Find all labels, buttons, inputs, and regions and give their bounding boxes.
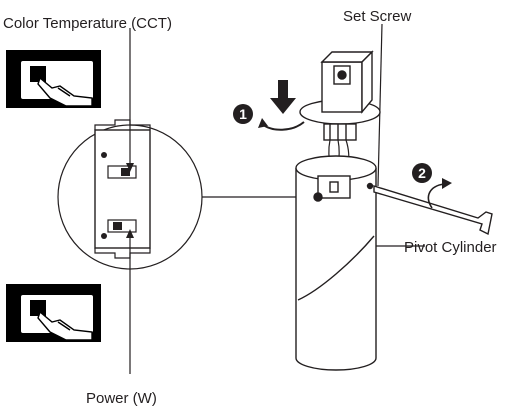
power-switch-panel xyxy=(6,284,101,342)
rotate-arrow-icon xyxy=(258,118,305,131)
pivot-cylinder-label: Pivot Cylinder xyxy=(404,239,497,256)
power-label: Power (W) xyxy=(86,390,157,407)
leader-lines xyxy=(129,23,425,374)
step-1-badge xyxy=(233,104,253,124)
hex-key-icon xyxy=(373,185,493,236)
cct-switch-panel xyxy=(6,50,101,108)
rotate-arrow-icon xyxy=(427,178,452,209)
press-down-arrow-icon xyxy=(270,80,296,114)
hand-pressing-switch-icon xyxy=(37,310,93,341)
step-2-badge xyxy=(412,163,432,183)
step-2-indicator: 2 xyxy=(412,163,452,209)
pivot-cylinder xyxy=(295,155,377,371)
power-arrowhead xyxy=(126,229,134,238)
magnified-switch-detail xyxy=(57,119,203,270)
step-1-number: 1 xyxy=(239,106,247,122)
step-2-number: 2 xyxy=(418,165,426,181)
step-1-indicator: 1 xyxy=(233,80,305,131)
cct-arrowhead xyxy=(126,163,134,172)
set-screw-label: Set Screw xyxy=(343,8,412,25)
hand-pressing-switch-icon xyxy=(37,76,93,107)
track-connector-module xyxy=(299,50,381,141)
cct-label: Color Temperature (CCT) xyxy=(3,15,172,32)
